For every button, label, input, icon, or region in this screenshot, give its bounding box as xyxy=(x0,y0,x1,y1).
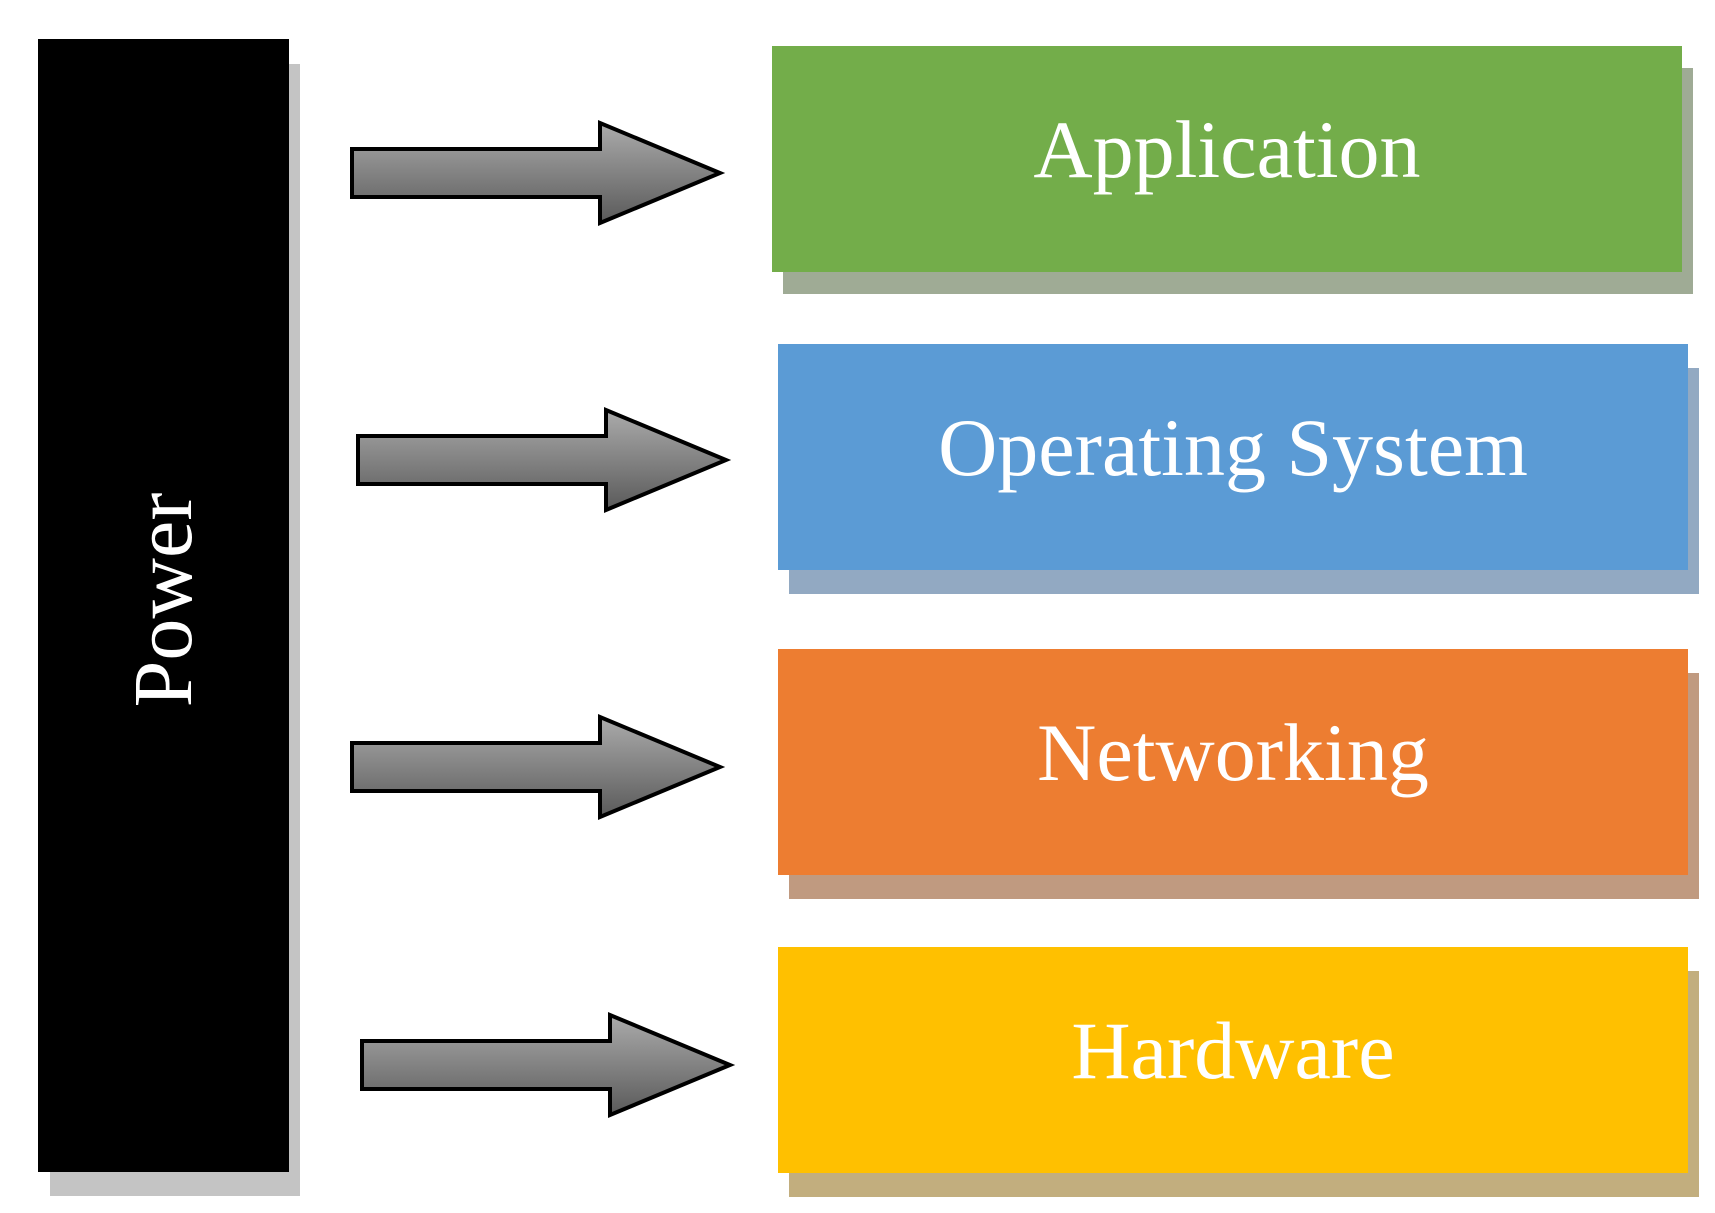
hardware-box: Hardware xyxy=(778,947,1688,1173)
hardware-label: Hardware xyxy=(1071,1005,1395,1096)
arrow-hardware xyxy=(360,1012,736,1118)
arrow-networking xyxy=(350,714,726,820)
operating-system-label: Operating System xyxy=(938,402,1528,493)
power-bar xyxy=(38,39,289,1172)
networking-box: Networking xyxy=(778,649,1688,875)
application-label: Application xyxy=(1033,104,1421,195)
power-label: Power xyxy=(117,492,210,708)
networking-label: Networking xyxy=(1037,707,1429,798)
operating-system-box: Operating System xyxy=(778,344,1688,570)
application-box: Application xyxy=(772,46,1682,272)
arrow-operating-system xyxy=(356,407,732,513)
arrow-application xyxy=(350,120,726,226)
